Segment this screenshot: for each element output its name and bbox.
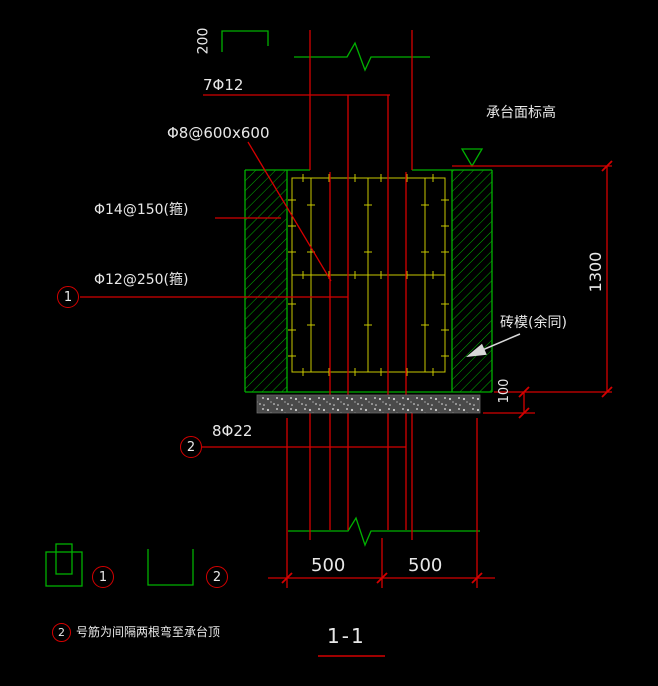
leader-cap-mesh xyxy=(247,141,332,282)
elevation-mark-icon xyxy=(460,148,484,168)
label-cap-mesh: Φ8@600x600 xyxy=(167,124,270,142)
label-dim-right: 500 xyxy=(408,555,443,576)
formwork-leader-line xyxy=(479,333,521,352)
label-bottom-bars: 8Φ22 xyxy=(212,422,253,440)
label-brick-formwork: 砖模(余同) xyxy=(500,315,567,331)
label-dim-blinding: 100 xyxy=(496,378,512,404)
label-top-bars: 7Φ12 xyxy=(203,76,244,94)
callout-2: 2 xyxy=(180,436,202,458)
section-title: 1-1 xyxy=(327,624,366,648)
label-stirrup-inner: Φ12@250(箍) xyxy=(94,272,189,288)
legend-callout-2: 2 xyxy=(206,566,228,588)
legend-symbol-1-outer xyxy=(45,551,83,587)
legend-symbol-2 xyxy=(147,549,194,586)
formwork-arrow-icon xyxy=(466,343,487,357)
callout-1: 1 xyxy=(57,286,79,308)
blinding-layer xyxy=(256,394,481,414)
label-hook-length: 200 xyxy=(195,27,212,55)
mesh-ticks-vertical xyxy=(288,199,449,357)
legend-callout-2-number: 2 xyxy=(212,569,222,585)
formwork-leader xyxy=(466,333,521,357)
label-cap-top-elevation: 承台面标高 xyxy=(486,105,556,121)
break-line-top xyxy=(294,41,430,72)
legend-symbol-1-inner xyxy=(55,543,73,575)
mesh-ticks-horizontal xyxy=(302,174,434,376)
note-bullet-callout: 2 xyxy=(52,623,71,642)
dim-ticks-500 xyxy=(281,572,483,584)
callout-2-number: 2 xyxy=(186,439,196,455)
extension-lines-bottom xyxy=(286,418,478,588)
note-bullet-number: 2 xyxy=(58,626,65,639)
dim-ticks-100 xyxy=(518,386,530,419)
green-outlines xyxy=(45,30,493,587)
mesh-lines xyxy=(292,178,445,372)
cap-edges-vertical xyxy=(244,170,493,392)
note-text: 号筋为间隔两根弯至承台顶 xyxy=(76,625,221,639)
label-stirrup-outer: Φ14@150(箍) xyxy=(94,202,189,218)
left-wall-hatch xyxy=(245,170,287,392)
legend-callout-1: 1 xyxy=(92,566,114,588)
break-line-bottom xyxy=(288,516,480,547)
label-dim-height: 1300 xyxy=(586,251,606,293)
hook-bracket xyxy=(221,30,269,52)
column-bars-7d12 xyxy=(347,95,389,530)
callout-1-number: 1 xyxy=(63,289,73,305)
lower-column-edges xyxy=(309,413,413,540)
label-dim-left: 500 xyxy=(311,555,346,576)
upper-column-edges xyxy=(309,30,413,170)
right-wall-hatch xyxy=(452,170,492,392)
extension-lines-right xyxy=(452,165,612,414)
rebar-mesh xyxy=(288,174,449,376)
column-bars-8d22 xyxy=(329,172,407,530)
red-lines xyxy=(80,30,613,657)
dim-ticks-1300 xyxy=(601,160,613,398)
legend-callout-1-number: 1 xyxy=(98,569,108,585)
